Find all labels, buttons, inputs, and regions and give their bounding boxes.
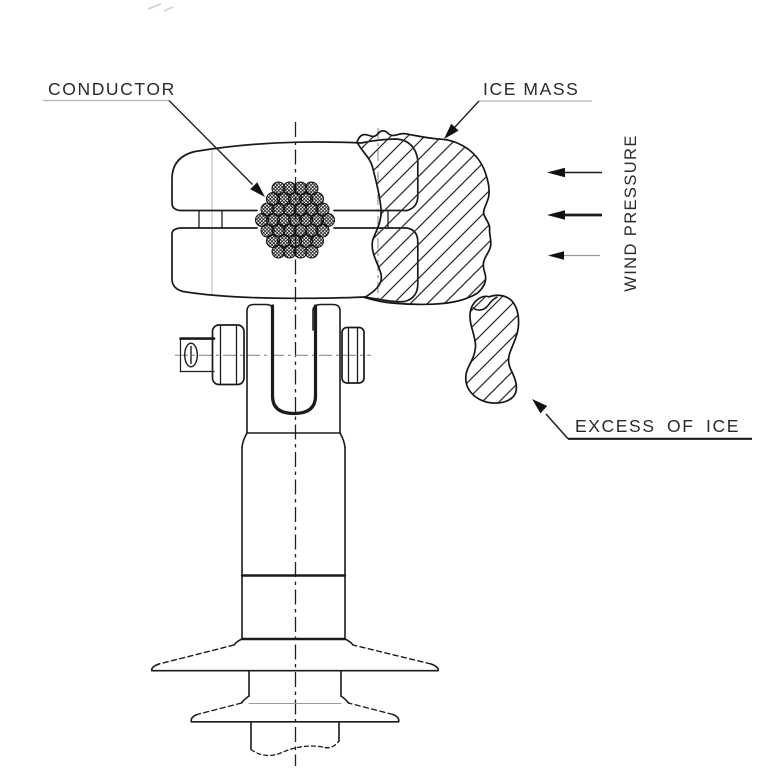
insulator-cap-sides: [241, 446, 346, 640]
conductor-callout: CONDUCTOR: [43, 79, 265, 197]
skirt1-tip-left: [150, 663, 160, 672]
skirt2-tip-right: [392, 713, 400, 723]
wind-arrow-bottom-head: [548, 251, 564, 260]
conductor-cross-section: [255, 181, 335, 259]
ice-mass-callout: ICE MASS: [444, 79, 592, 139]
skirt1-curl-left: [233, 638, 243, 646]
ice-mass-region: [356, 129, 492, 306]
left-hex-nut-facets: [219, 324, 238, 385]
stem3-sides: [250, 721, 340, 751]
clevis-plate-right: [312, 303, 341, 434]
stem2-sides: [248, 670, 342, 697]
conductor-arrowhead: [250, 182, 265, 197]
excess-ice-region: [464, 294, 520, 404]
clevis-plate-left: [246, 303, 274, 434]
ice-mass-blob: [356, 129, 492, 306]
cotter-pin-body: [179, 338, 215, 373]
print-artifact: [147, 3, 174, 12]
break-line: [250, 740, 340, 757]
clevis-flares: [241, 432, 346, 448]
clevis-assembly: [179, 303, 365, 448]
conductor-leader-line: [168, 100, 253, 185]
ice-mass-leader-line: [453, 100, 480, 128]
left-hex-nut: [211, 324, 245, 386]
ice-mass-arrowhead: [444, 123, 459, 139]
excess-ice-label: EXCESS OF ICE: [575, 416, 740, 436]
clevis-u-slot: [270, 304, 318, 416]
skirt1-top-right: [352, 644, 432, 665]
excess-ice-blob: [464, 294, 520, 404]
wind-pressure-label: WIND PRESSURE: [622, 134, 640, 292]
insulator: [150, 446, 440, 757]
ice-mass-label: ICE MASS: [483, 79, 579, 99]
wind-arrow-top-head: [547, 167, 565, 178]
skirt2-tip-left: [190, 713, 198, 723]
excess-ice-curl: [472, 296, 498, 311]
skirt2-top-left: [196, 702, 243, 716]
excess-ice-leader-line: [545, 413, 569, 440]
excess-ice-arrowhead: [532, 399, 548, 414]
wind-arrow-middle-head: [547, 210, 565, 220]
stem2-curls: [240, 695, 350, 704]
cotter-pin-eye: [183, 342, 198, 368]
right-hex-nut: [341, 326, 365, 384]
skirt1-tip-right: [430, 663, 440, 672]
skirt2-top-right: [347, 702, 394, 716]
excess-ice-callout: EXCESS OF ICE: [532, 399, 752, 440]
wind-pressure-group: WIND PRESSURE: [547, 134, 640, 292]
skirt1-curl-right: [344, 638, 354, 646]
skirt1-top-left: [158, 644, 235, 665]
right-hex-nut-facets: [347, 327, 359, 384]
conductor-label: CONDUCTOR: [48, 79, 176, 99]
